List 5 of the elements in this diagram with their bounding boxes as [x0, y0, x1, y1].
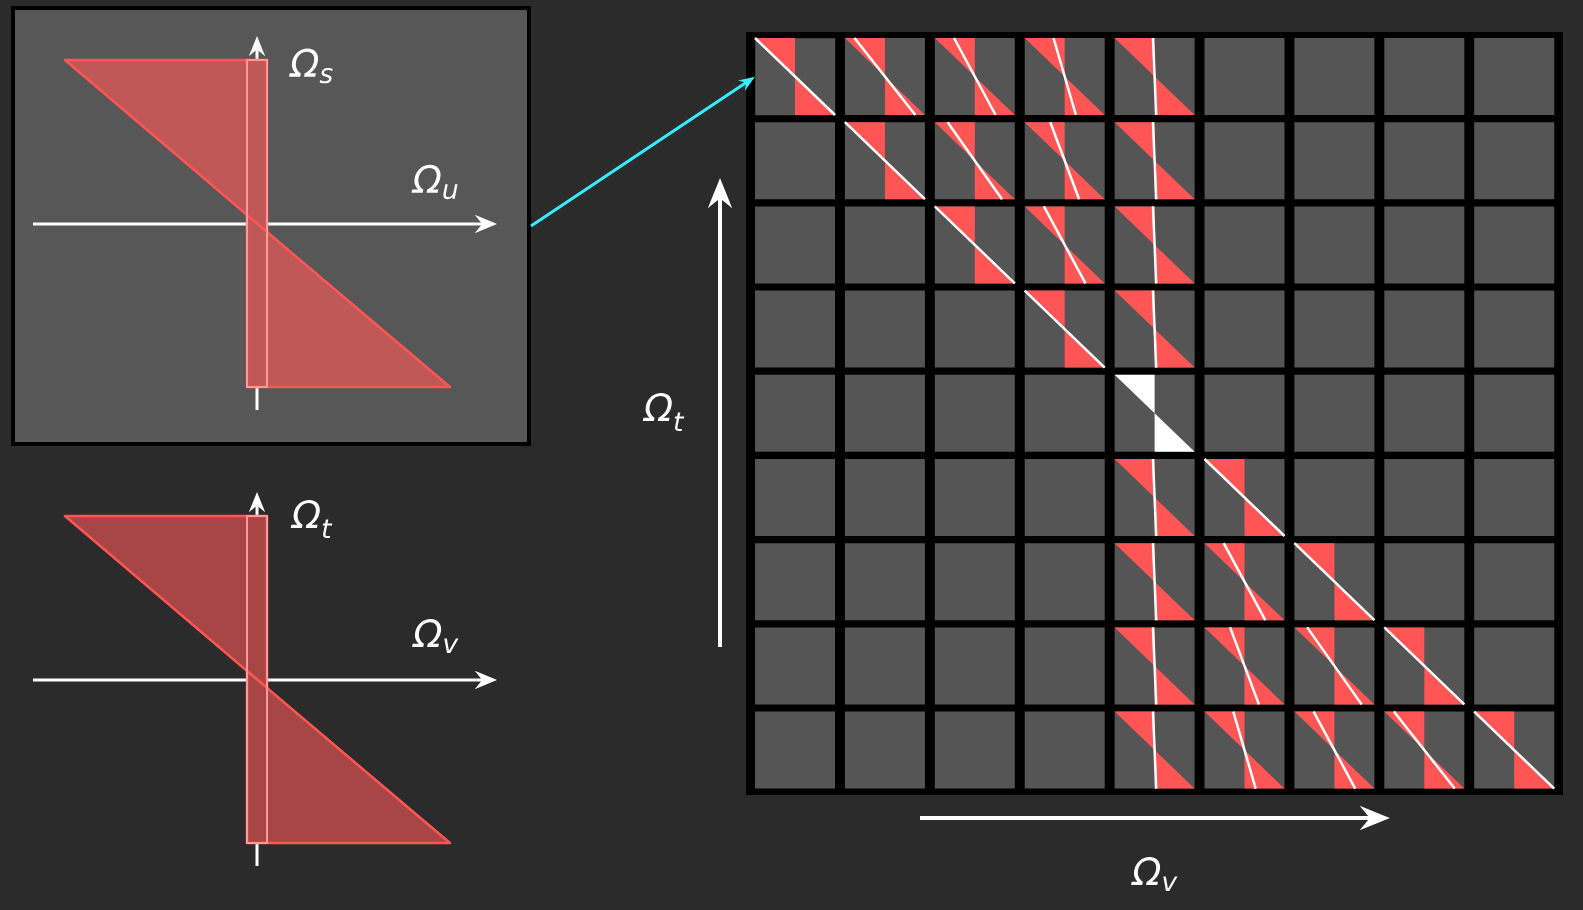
- axis-label: Ω$_{v}$: [1131, 857, 1178, 891]
- axis-label: Ω$_{v}$: [412, 619, 459, 653]
- grid-cell: [754, 37, 836, 116]
- axis-label: Ω$_{t}$: [290, 499, 333, 539]
- axis-label: Ω$_{t}$: [642, 392, 685, 432]
